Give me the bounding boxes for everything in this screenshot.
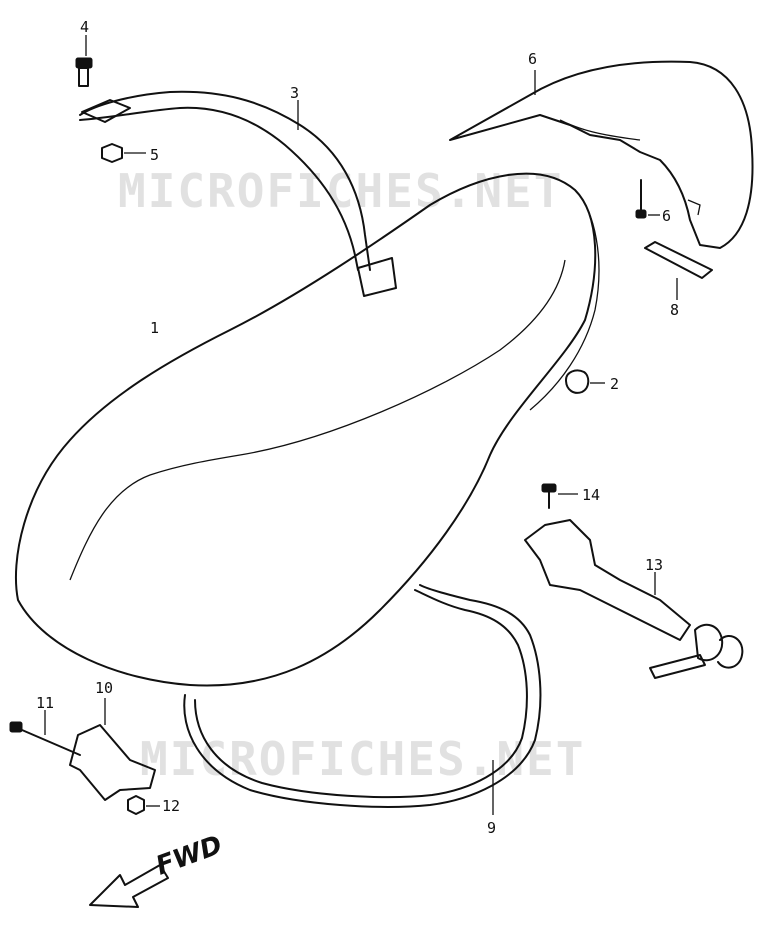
callout-6a: 6 xyxy=(528,50,537,68)
cap-nut-part-2 xyxy=(565,369,605,394)
fwd-label: FWD xyxy=(152,830,226,881)
rear-cover-part-6 xyxy=(449,60,754,249)
strip-part-8 xyxy=(644,241,713,300)
bracket-part-10 xyxy=(69,698,156,801)
seat-part xyxy=(15,172,600,687)
strap-part-3 xyxy=(79,90,397,297)
callout-5: 5 xyxy=(150,146,159,164)
nut-part-5 xyxy=(101,143,146,163)
watermark-top: MICROFICHES.NET xyxy=(118,164,563,218)
forward-arrow: FWD xyxy=(89,830,226,908)
callout-12: 12 xyxy=(162,797,180,815)
lock-part-13 xyxy=(524,519,744,679)
callout-2: 2 xyxy=(610,375,619,393)
trim-part-9 xyxy=(183,584,542,815)
callout-3: 3 xyxy=(290,84,299,102)
callout-9: 9 xyxy=(487,819,496,837)
nut-part-12 xyxy=(127,795,160,815)
watermark-bottom: MICROFICHES.NET xyxy=(140,732,585,786)
screw-part-14 xyxy=(541,483,578,509)
callout-13: 13 xyxy=(645,556,663,574)
callout-11: 11 xyxy=(36,694,54,712)
callout-1: 1 xyxy=(150,319,159,337)
screw-part-6 xyxy=(635,179,660,219)
callout-8: 8 xyxy=(670,301,679,319)
callout-14: 14 xyxy=(582,486,600,504)
callout-4: 4 xyxy=(80,18,89,36)
callout-6b: 6 xyxy=(662,207,671,225)
bolt-part-11 xyxy=(9,710,81,756)
callout-10: 10 xyxy=(95,679,113,697)
bolt-part-4 xyxy=(75,35,93,87)
